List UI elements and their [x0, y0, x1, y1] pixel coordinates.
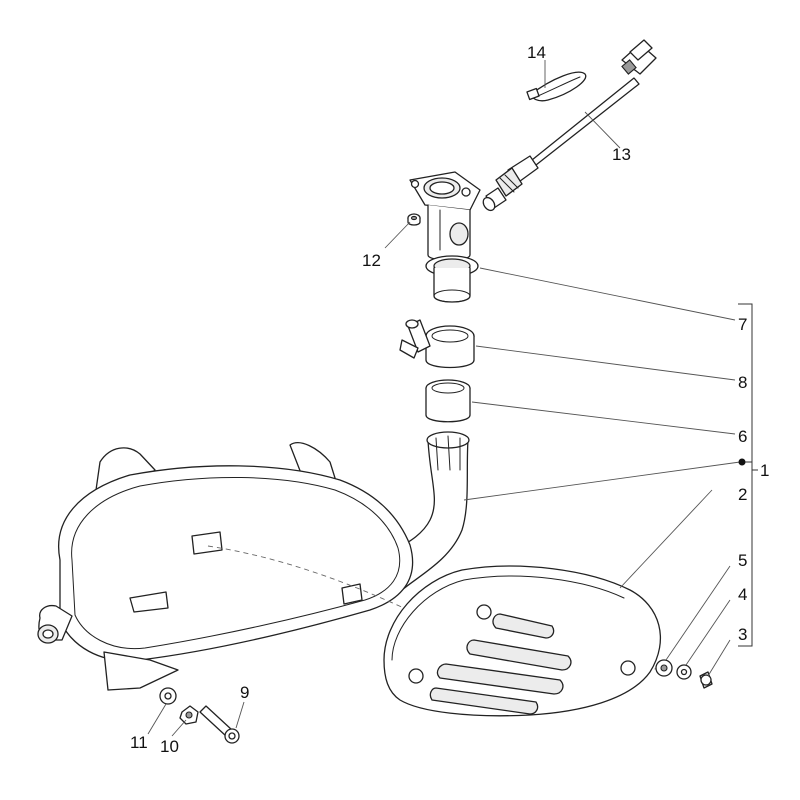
part-nut-10 [179, 705, 199, 725]
part-clamp-8 [399, 319, 475, 369]
callout-10: 10 [160, 737, 179, 756]
part-silencer-assembly [37, 431, 661, 691]
part-sleeve-6 [425, 379, 471, 423]
assembly-dot [738, 458, 746, 466]
leader-lines [147, 60, 758, 737]
callout-14: 14 [527, 43, 546, 62]
callout-4: 4 [738, 585, 747, 604]
part-screw-3 [699, 671, 713, 689]
part-spacer-5 [655, 659, 673, 677]
callout-5: 5 [738, 551, 747, 570]
callout-7: 7 [738, 315, 747, 334]
callout-8: 8 [738, 373, 747, 392]
part-washer-4 [676, 664, 692, 680]
part-gasket-7 [425, 255, 479, 303]
callout-1: 1 [760, 461, 769, 480]
part-heat-shield [383, 565, 662, 717]
callout-6: 6 [738, 427, 747, 446]
part-cable-tie [526, 71, 587, 102]
part-washer-11 [159, 687, 177, 705]
part-exhaust-flange [409, 171, 481, 261]
callout-2: 2 [738, 485, 747, 504]
part-bolt-9 [199, 705, 240, 744]
callout-11: 11 [130, 733, 148, 752]
callout-13: 13 [612, 145, 631, 164]
callout-labels: 14 13 12 7 8 6 1 2 5 4 3 9 11 10 [130, 43, 769, 756]
callout-9: 9 [240, 683, 249, 702]
part-nut-12 [407, 213, 421, 226]
part-lambda-sensor [482, 39, 657, 212]
callout-12: 12 [362, 251, 381, 270]
callout-3: 3 [738, 625, 747, 644]
